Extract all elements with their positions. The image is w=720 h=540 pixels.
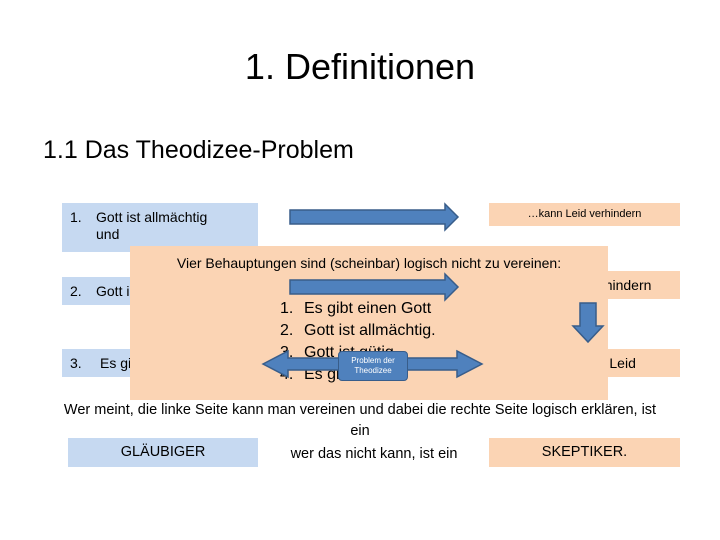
slide-subtitle: 1.1 Das Theodizee-Problem (43, 136, 354, 164)
left-box-1-num: 1. (70, 209, 82, 225)
claim-item: 1.Es gibt einen Gott (280, 300, 432, 317)
right-box-1-text: …kann Leid verhindern (527, 208, 642, 220)
badge-line1: Problem der (351, 356, 395, 365)
right-arrow-1 (289, 202, 460, 232)
skeptic-box: SKEPTIKER. (489, 438, 680, 467)
overlay-heading: Vier Behauptungen sind (scheinbar) logis… (176, 255, 562, 271)
left-box-1-line2: und (96, 226, 120, 242)
believer-label: GLÄUBIGER (120, 444, 206, 460)
down-arrow (571, 302, 605, 344)
slide-title: 1. Definitionen (244, 46, 476, 87)
left-box-3-num: 3. (70, 355, 82, 371)
right-box-1: …kann Leid verhindern (489, 203, 680, 226)
skeptic-label: SKEPTIKER. (541, 444, 628, 460)
believer-box: GLÄUBIGER (68, 438, 258, 467)
conclusion-middle: wer das nicht kann, ist ein (290, 446, 458, 462)
left-box-1: 1. Gott ist allmächtig und (62, 203, 258, 252)
right-arrow-2 (289, 272, 460, 302)
badge-line2: Theodizee (354, 366, 392, 375)
left-box-1-line1: Gott ist allmächtig (96, 209, 208, 225)
theodicy-badge: Problem der Theodizee (338, 351, 408, 381)
claim-item: 2.Gott ist allmächtig. (280, 322, 436, 339)
left-box-2-num: 2. (70, 283, 82, 299)
conclusion-text: Wer meint, die linke Seite kann man vere… (63, 402, 657, 439)
